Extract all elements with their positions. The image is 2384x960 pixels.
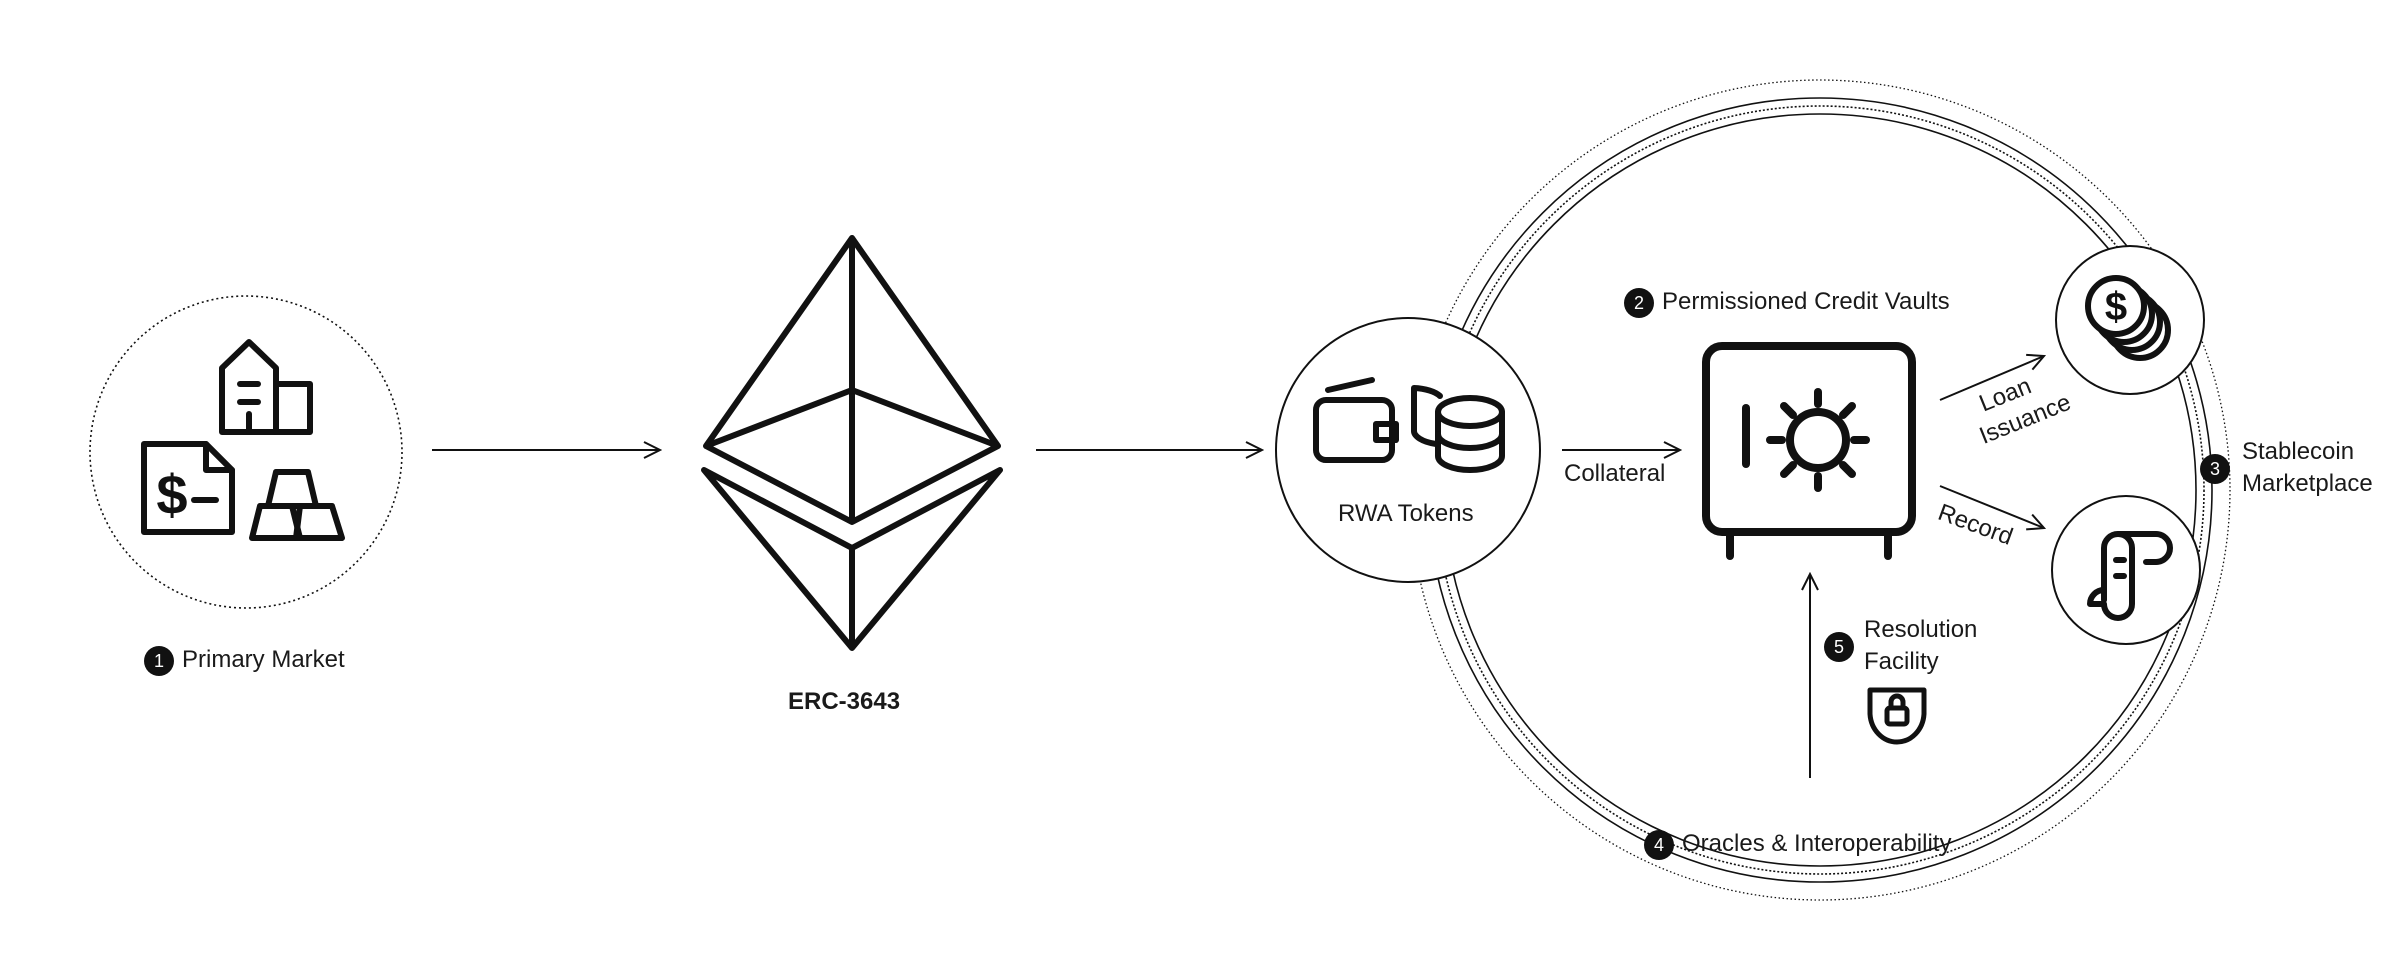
safe-vault-icon: [1702, 342, 1916, 560]
step-badge-3: 3: [2200, 454, 2230, 484]
primary-market-label: 1 Primary Market: [144, 644, 345, 676]
erc-3643-label: ERC-3643: [788, 688, 901, 715]
resolution-label-line1: Resolution: [1864, 616, 1978, 643]
rwa-tokens-node: [1275, 317, 1541, 583]
rwa-tokens-label: RWA Tokens: [1338, 500, 1474, 527]
arrow-record: [1939, 485, 2044, 528]
primary-market-node: $: [89, 295, 403, 609]
gold-bars-icon: [249, 469, 345, 541]
arrow-loan-issuance: [1939, 356, 2044, 401]
wallet-icon: [1313, 377, 1399, 463]
invoice-dollar-icon: [141, 441, 235, 535]
credit-vaults-label: 2 Permissioned Credit Vaults: [1624, 286, 1950, 318]
stablecoin-label-line1: Stablecoin: [2242, 438, 2355, 465]
step-badge-4: 4: [1644, 829, 1674, 860]
resolution-facility-label: 5 Resolution Facility: [1824, 614, 1977, 678]
dollar-coins-icon: [2085, 275, 2171, 361]
step-badge-2: 2: [1624, 287, 1654, 318]
oracles-label: 4 Oracles & Interoperability: [1644, 828, 1951, 860]
oracles-text: Oracles & Interoperability: [1682, 830, 1952, 857]
record-node: [2051, 495, 2201, 645]
step-badge-5: 5: [1824, 632, 1854, 662]
stablecoin-label: 3 Stablecoin Marketplace: [2200, 436, 2373, 500]
primary-market-text: Primary Market: [182, 646, 345, 673]
coin-dollar-glyph: $: [2105, 285, 2127, 329]
stablecoin-node: $: [2055, 245, 2205, 395]
stablecoin-label-line2: Marketplace: [2242, 470, 2373, 497]
dollar-sign-glyph: $: [156, 463, 187, 526]
collateral-label: Collateral: [1564, 460, 1666, 487]
building-icon: [219, 339, 313, 435]
shield-lock-icon: [1867, 687, 1927, 745]
credit-vaults-text: Permissioned Credit Vaults: [1662, 288, 1950, 315]
resolution-label-line2: Facility: [1864, 648, 1939, 675]
step-badge-1: 1: [144, 645, 174, 676]
receipt-scroll-icon: [2087, 531, 2173, 621]
ethereum-logo-icon: [701, 235, 1003, 651]
coins-stack-icon: [1411, 385, 1505, 473]
